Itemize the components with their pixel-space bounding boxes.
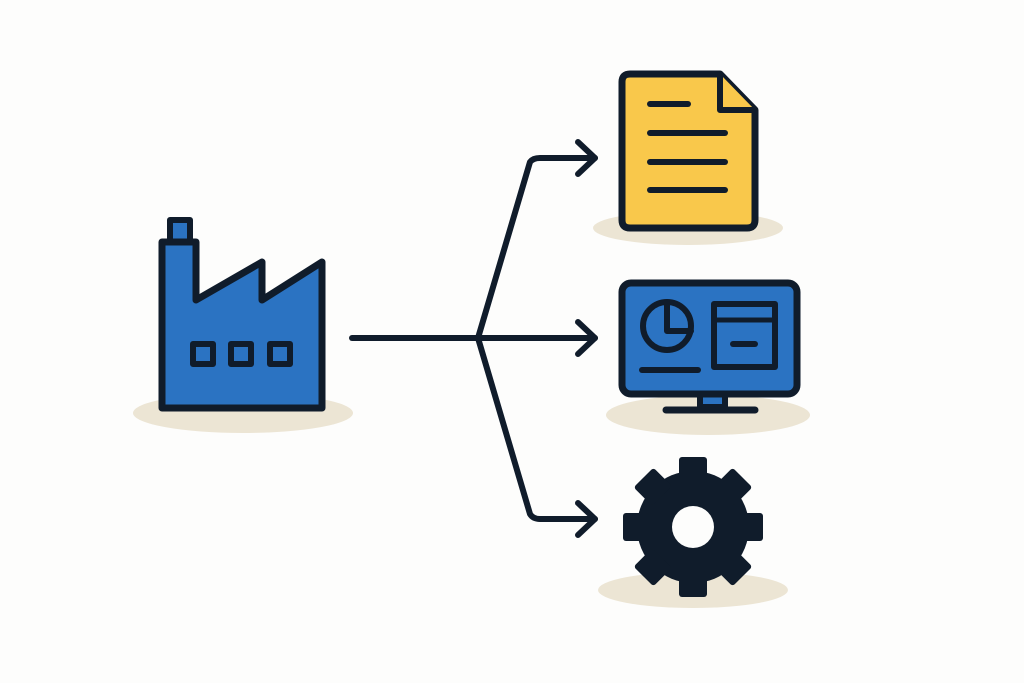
arrowhead-icon — [575, 139, 598, 177]
monitor-shadow — [606, 395, 810, 435]
arrow-to-document — [475, 155, 598, 341]
branching-arrows — [349, 139, 598, 538]
arrowhead-icon — [575, 500, 598, 538]
document-icon — [618, 70, 759, 232]
arrow-to-settings — [475, 335, 598, 522]
factory-window — [228, 341, 254, 367]
factory-window — [267, 341, 293, 367]
monitor-dashboard-icon — [618, 279, 801, 414]
factory-window — [190, 341, 216, 367]
gear-icon — [623, 457, 763, 597]
arrowhead-icon — [575, 319, 598, 357]
factory-icon — [158, 217, 326, 412]
